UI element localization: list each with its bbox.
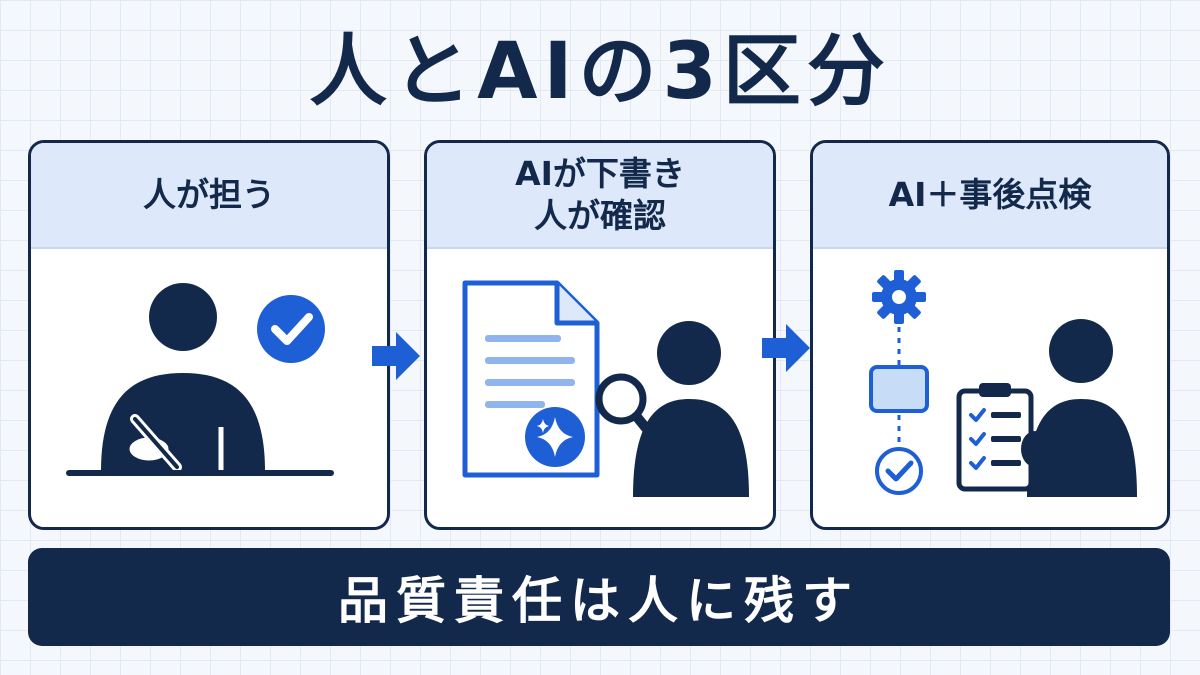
process-box-icon (869, 365, 929, 413)
panel-ai-draft-illustration (462, 280, 749, 497)
gear-icon (872, 270, 926, 324)
person-icon (101, 283, 265, 471)
panel-human-illustration (66, 283, 334, 476)
panel-ai-postcheck-illustration (869, 270, 1137, 497)
footer-banner: 品質責任は人に残す (28, 548, 1170, 646)
magnifier-icon (595, 373, 668, 454)
arrow-right-icon (372, 332, 420, 380)
checkmark-circle-icon (875, 447, 923, 495)
panel-header-ai-draft: AIが下書き 人が確認 (427, 143, 773, 249)
person-icon (633, 321, 749, 497)
arrow-right-icon (762, 324, 810, 372)
panel-header-label: AI＋事後点検 (888, 175, 1092, 214)
footer-text: 品質責任は人に残す (338, 572, 860, 630)
sparkle-badge-icon (525, 407, 585, 467)
panel-ai-draft: AIが下書き 人が確認 (424, 140, 776, 530)
checkmark-badge-icon (257, 295, 325, 363)
pen-hand-icon (124, 414, 224, 472)
panel-header-ai-postcheck: AI＋事後点検 (813, 143, 1167, 249)
panel-header-human: 人が担う (31, 143, 387, 249)
panel-header-line-1: AIが下書き (515, 154, 685, 193)
panel-header-line-2: 人が確認 (533, 196, 666, 235)
person-icon (1027, 319, 1137, 497)
panel-header-label: 人が担う (143, 175, 275, 214)
clipboard-checklist-icon (956, 383, 1049, 492)
panel-ai-postcheck: AI＋事後点検 (810, 140, 1170, 530)
page-title: 人とAIの3区分 (309, 27, 891, 117)
panel-human: 人が担う (28, 140, 390, 530)
